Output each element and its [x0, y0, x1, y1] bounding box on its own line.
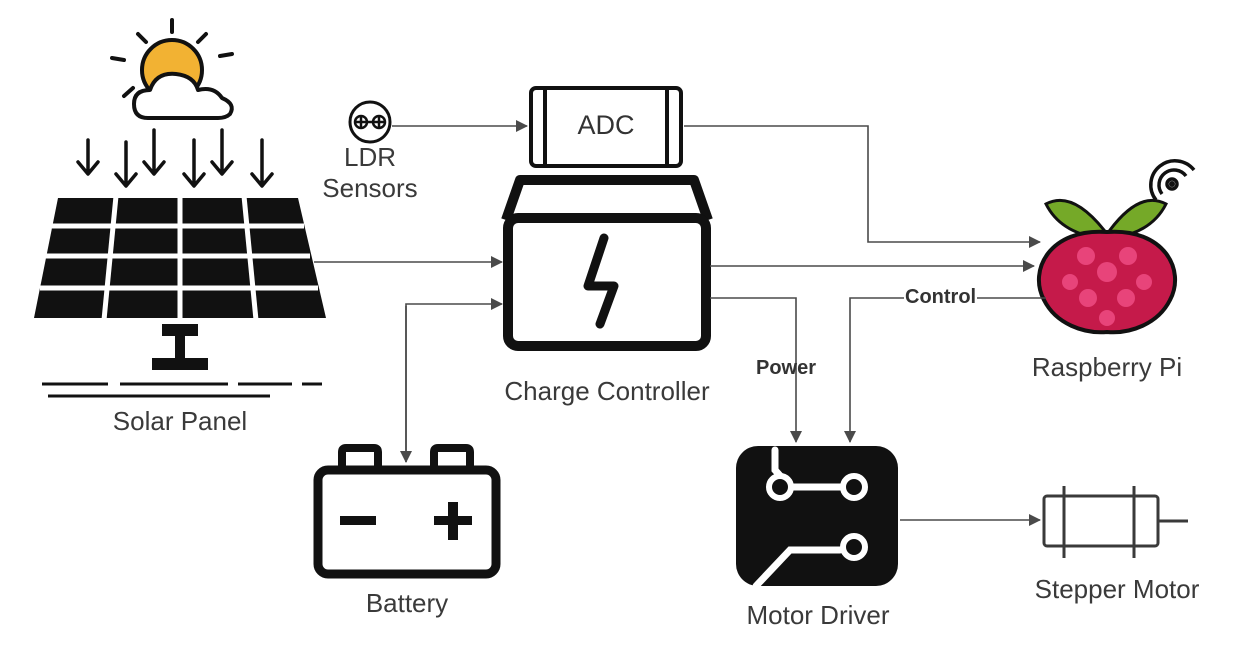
adc-to-raspberry-pi-arrow	[684, 125, 1041, 248]
connector-lines	[314, 120, 1046, 526]
ldr-label-line2: Sensors	[322, 173, 418, 203]
ldr-sensors-label: LDR Sensors	[310, 142, 430, 204]
control-line-arrow	[844, 297, 1046, 443]
motor-driver-label: Motor Driver	[746, 600, 890, 630]
ldr-sensor-icon	[348, 100, 392, 144]
charge-controller-label: Charge Controller	[504, 376, 710, 406]
stepper-motor-label: Stepper Motor	[1034, 574, 1200, 604]
power-line-arrow	[710, 297, 802, 443]
stepper-motor-icon	[1042, 486, 1188, 558]
charge-controller-icon	[501, 175, 713, 351]
raspberry-pi-icon	[1037, 159, 1196, 335]
ldr-label-line1: LDR	[343, 142, 396, 172]
battery-icon	[313, 444, 501, 579]
solar-panel-label: Solar Panel	[112, 406, 248, 436]
sunlight-arrows-icon	[76, 128, 274, 188]
adc-label: ADC	[577, 110, 635, 140]
motor-driver-icon	[736, 446, 898, 590]
sun-cloud-icon	[110, 18, 234, 120]
adc-block	[529, 86, 683, 168]
battery-controller-bidirectional-arrow	[405, 298, 503, 462]
control-connection-label: Control	[904, 286, 978, 308]
power-connection-label: Power	[756, 357, 817, 379]
raspberry-pi-label: Raspberry Pi	[1031, 352, 1183, 382]
battery-label: Battery	[365, 588, 449, 618]
solar-panel-icon	[34, 195, 326, 398]
